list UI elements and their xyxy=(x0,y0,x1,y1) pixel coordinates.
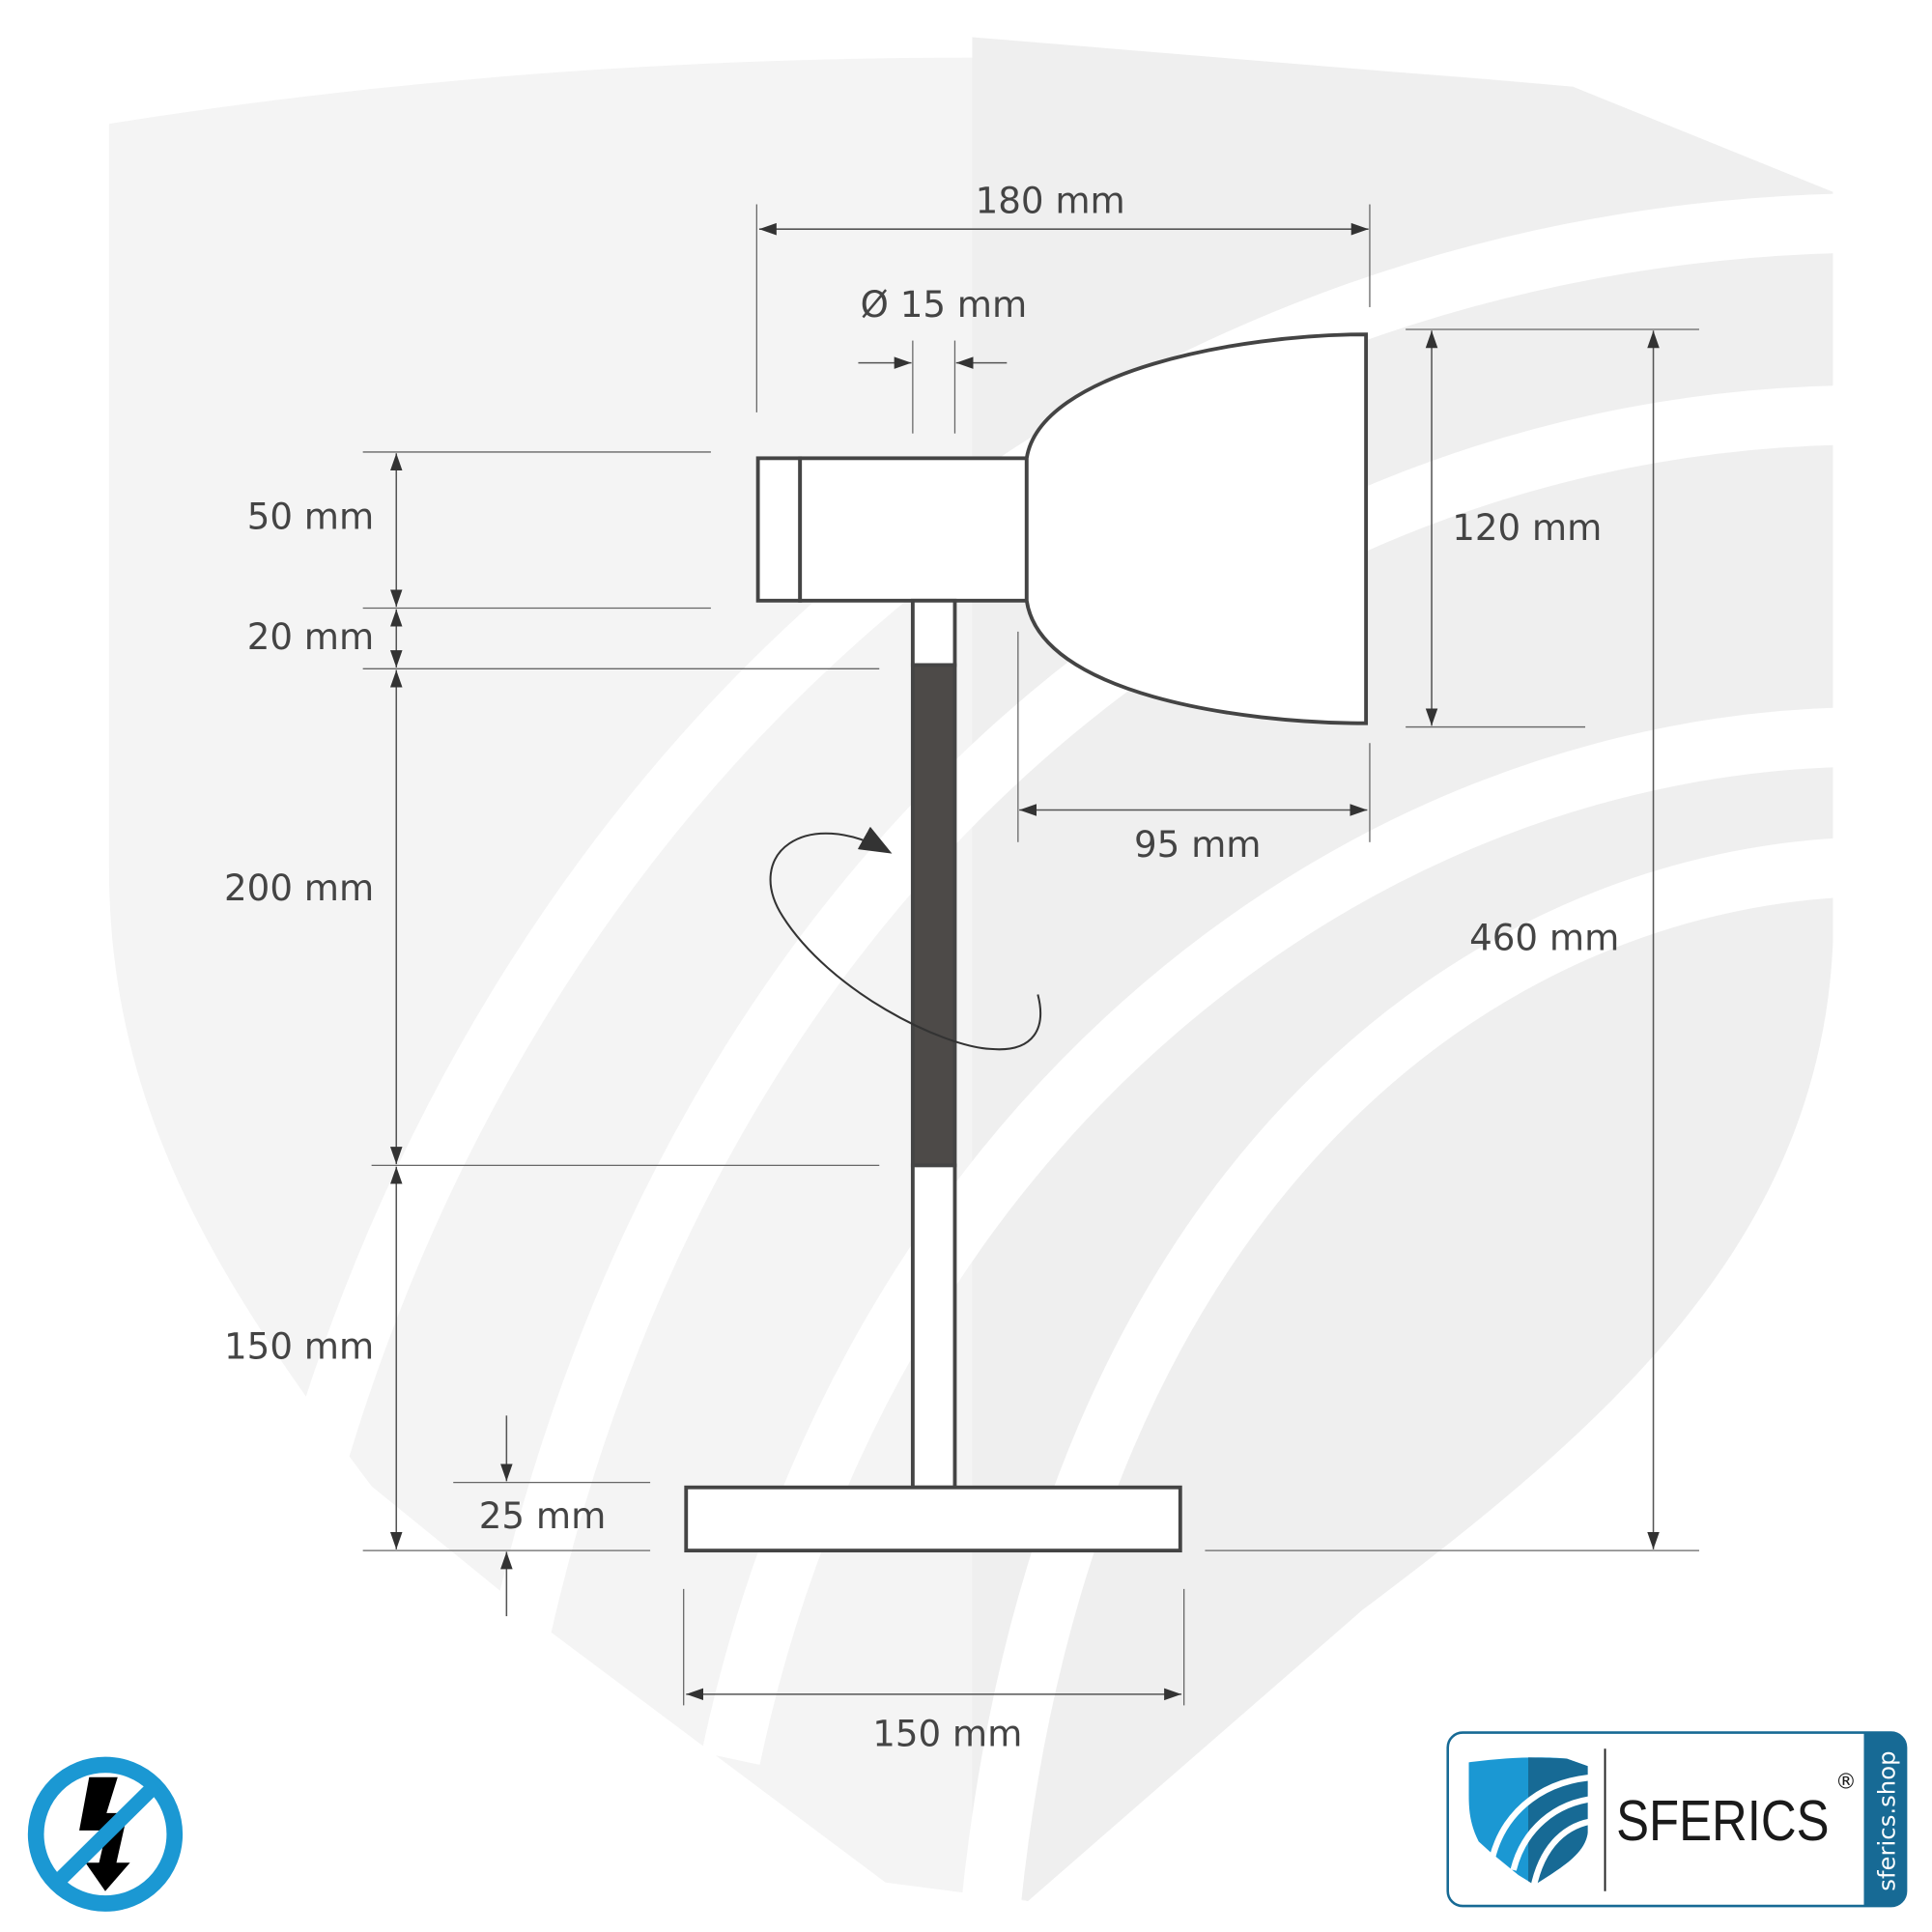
no-electricity-icon xyxy=(27,1756,184,1912)
label-flexible-arm: 200 mm xyxy=(224,867,374,909)
label-shade-depth: 95 mm xyxy=(1134,823,1261,866)
lamp-shade xyxy=(1024,332,1369,725)
extension-lines xyxy=(362,204,1699,1706)
lamp-joint-housing xyxy=(798,456,1029,603)
dimension-labels: 180 mm Ø 15 mm 50 mm 20 mm 200 mm 150 mm… xyxy=(224,180,1619,1755)
flexible-arm xyxy=(910,663,957,1168)
lamp-base xyxy=(684,1485,1182,1553)
label-neck-height: 20 mm xyxy=(247,615,374,658)
label-overall-width: 180 mm xyxy=(976,180,1125,222)
logo-registered: ® xyxy=(1835,1770,1857,1794)
label-rod-diameter: Ø 15 mm xyxy=(861,283,1028,326)
label-shade-height: 120 mm xyxy=(1452,506,1602,549)
lamp-shade-cap xyxy=(755,456,803,603)
label-total-height: 460 mm xyxy=(1469,916,1619,958)
lamp-drawing xyxy=(684,332,1369,1553)
rotation-arrow-icon xyxy=(769,826,1042,1051)
dimension-lines xyxy=(389,222,1660,1701)
label-base-width: 150 mm xyxy=(872,1713,1022,1755)
sferics-logo: SFERICS ® sferics.shop xyxy=(1446,1731,1908,1908)
lamp-neck xyxy=(910,598,957,668)
label-lower-tube: 150 mm xyxy=(224,1324,374,1367)
logo-url[interactable]: sferics.shop xyxy=(1873,1750,1901,1890)
label-joint-height: 50 mm xyxy=(247,495,374,537)
label-base-height: 25 mm xyxy=(479,1494,606,1537)
lower-tube xyxy=(910,1163,957,1490)
logo-brand: SFERICS xyxy=(1616,1790,1830,1853)
